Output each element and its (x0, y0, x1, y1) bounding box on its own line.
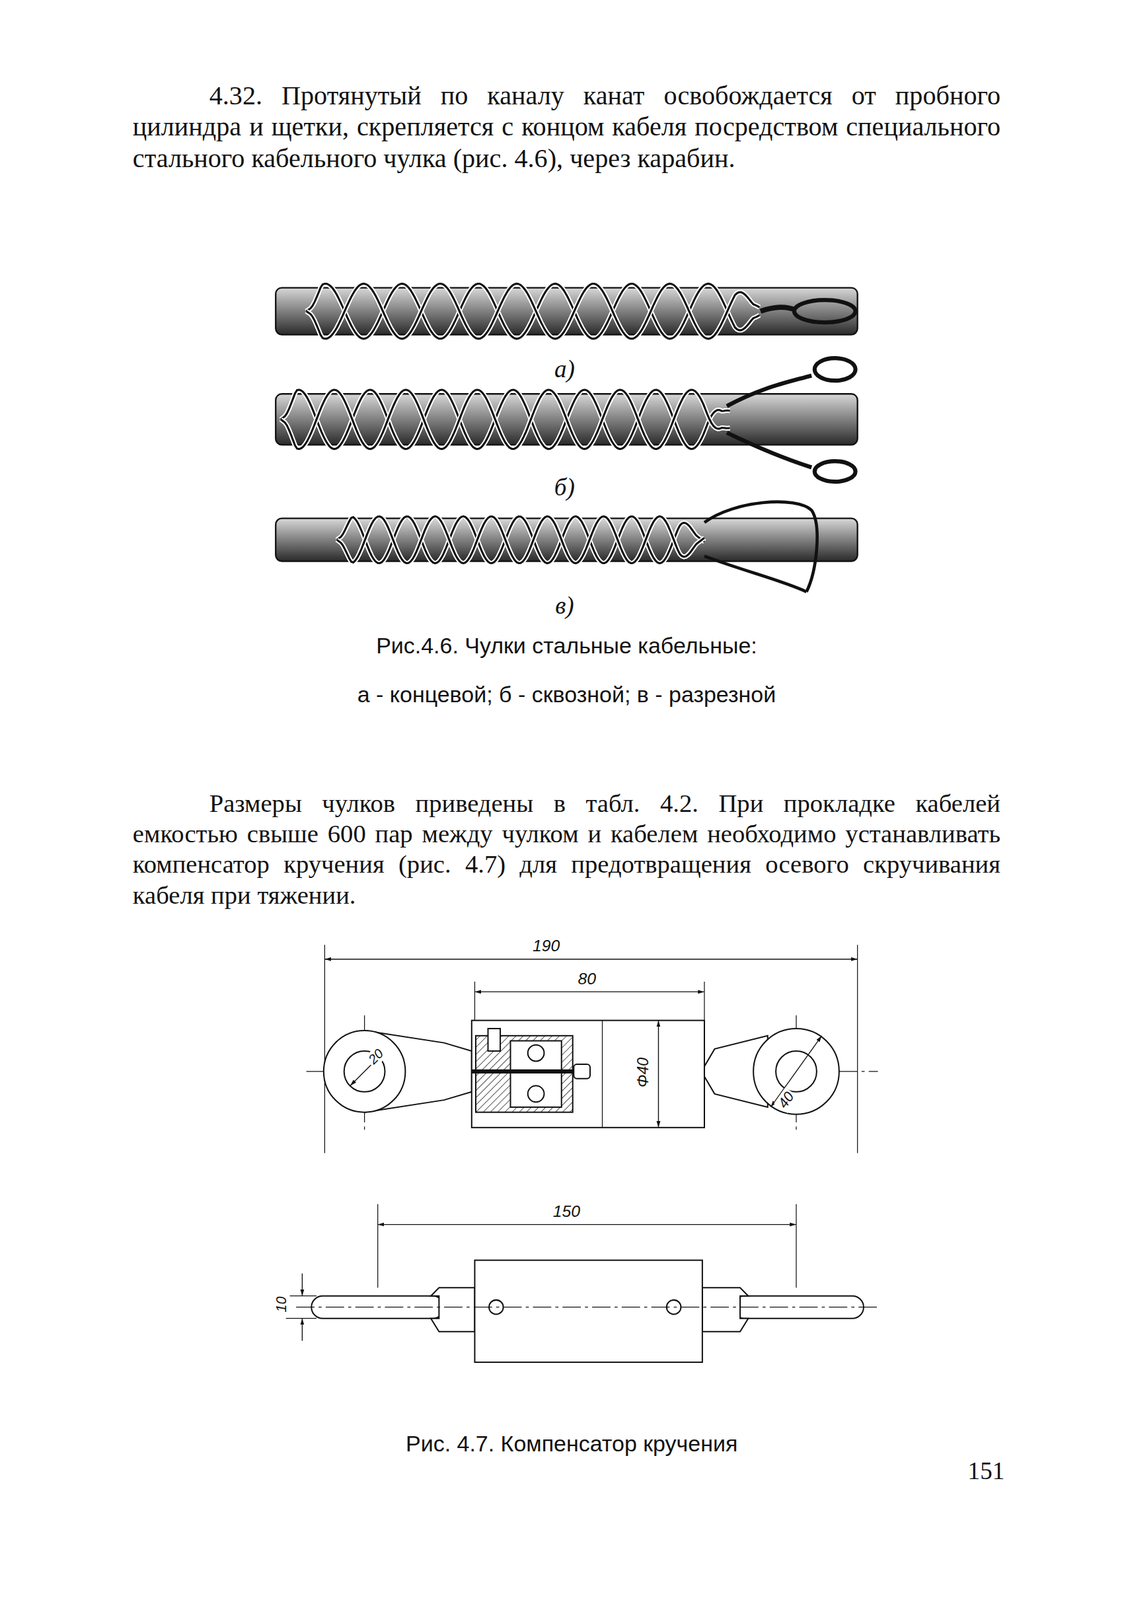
wire-taper (726, 375, 812, 406)
mesh-wire (280, 389, 731, 450)
mesh-wire (306, 283, 760, 339)
figure-letter: а) (554, 355, 575, 384)
mesh-wire (306, 283, 760, 339)
mesh-wire (280, 389, 731, 450)
wire-taper (726, 432, 812, 468)
paragraph: Размеры чулков приведены в табл. 4.2. Пр… (132, 788, 1001, 911)
mesh-wire (337, 516, 705, 564)
mesh-wire (306, 283, 760, 339)
mesh-wire (306, 283, 760, 339)
mesh-wire (337, 516, 705, 564)
mesh-wire (337, 516, 705, 564)
cable-stockings (275, 283, 858, 592)
eye-loop (814, 358, 856, 381)
mesh-wire (337, 516, 705, 564)
mesh-wire (306, 283, 760, 339)
mesh-wire (337, 516, 705, 564)
dimension: 190 (530, 936, 562, 956)
figure-letter: в) (555, 592, 574, 621)
compensator-side-view (286, 1204, 879, 1363)
open-wire (704, 502, 818, 593)
mesh-wire (337, 516, 705, 564)
mesh-wire (306, 283, 760, 339)
dimension: 10 (273, 1295, 291, 1315)
mesh-wire (280, 389, 731, 450)
wire-taper (760, 307, 797, 312)
mesh-wire (337, 516, 705, 564)
mesh-wire (280, 389, 731, 450)
figure-caption: Рис. 4.7. Компенсатор кручения (405, 1431, 738, 1458)
paragraph: 4.32. Протянутый по каналу канат освобож… (132, 79, 1001, 176)
figure-caption: а - концевой; б - сквозной; в - разрезно… (357, 681, 777, 708)
dimension: 150 (551, 1202, 583, 1222)
figure-letter: б) (554, 473, 575, 503)
figure-caption: Рис.4.6. Чулки стальные кабельные: (375, 633, 758, 659)
mesh-wire (306, 283, 760, 339)
mesh-wire (280, 389, 731, 450)
wire-mesh (280, 283, 760, 563)
mesh-wire (337, 516, 705, 564)
mesh-wire (280, 389, 731, 450)
dimension: 80 (576, 970, 599, 989)
open-wire (704, 556, 807, 593)
dimension: Φ40 (634, 1055, 653, 1090)
page-number: 151 (968, 1457, 1006, 1487)
mesh-wire (280, 389, 731, 450)
mesh-wire (306, 283, 760, 339)
mesh-wire (280, 389, 731, 450)
compensator-top-view (306, 944, 879, 1154)
eye-loop (814, 461, 856, 482)
eye-loop (794, 299, 856, 323)
